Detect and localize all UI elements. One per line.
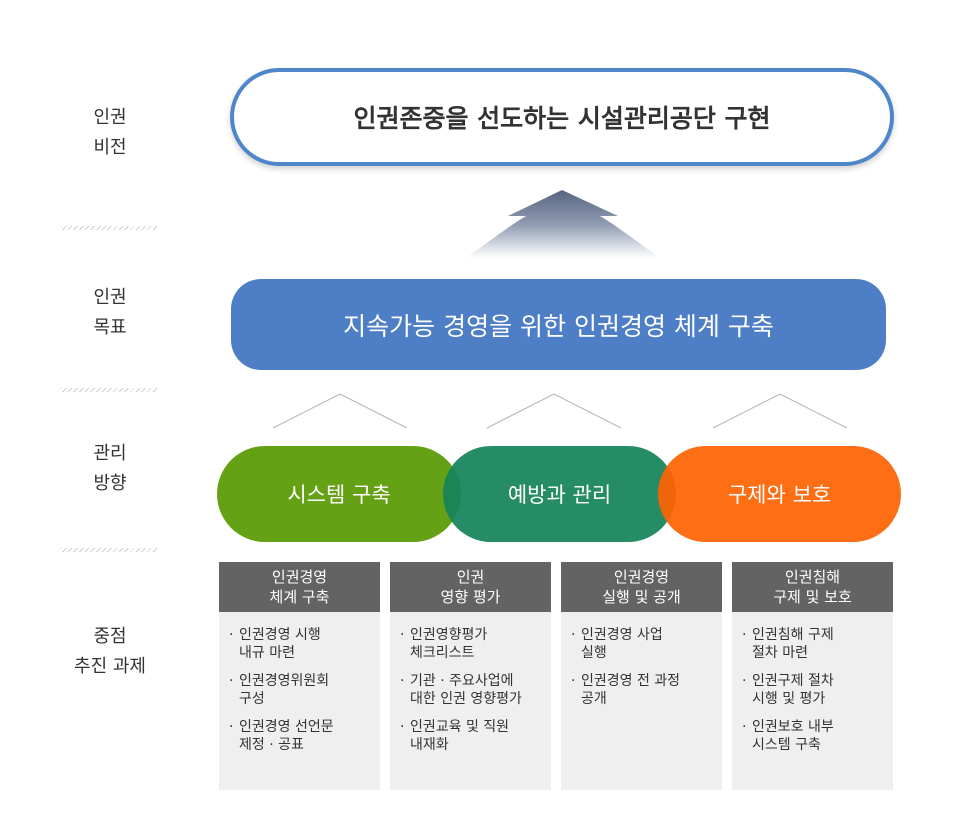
direction-pill-remedy: 구제와 보호 [658,446,901,542]
row-label-direction: 관리 방향 [93,443,127,494]
task-column-header: 인권 영향 평가 [390,562,551,612]
row-label-vision: 인권 비전 [93,107,127,158]
row-divider [60,388,158,392]
goal-text: 지속가능 경영을 위한 인권경영 체계 구축 [343,311,774,341]
row-divider [60,226,158,230]
task-column-header: 인권침해 구제 및 보호 [732,562,893,612]
row-label-tasks: 중점 추진 과제 [74,626,146,677]
up-arrow-icon [466,190,660,258]
task-column-header: 인권경영 실행 및 공개 [561,562,722,612]
direction-pill-system: 시스템 구축 [217,446,461,542]
goal-box: 지속가능 경영을 위한 인권경영 체계 구축 [231,279,886,370]
connector-lines [272,393,848,429]
row-label-goal: 인권 목표 [93,287,127,338]
vision-box: 인권존중을 선도하는 시설관리공단 구현 [230,68,894,166]
vision-text: 인권존중을 선도하는 시설관리공단 구현 [353,104,771,133]
task-column-header: 인권경영 체계 구축 [219,562,380,612]
row-divider [60,548,158,552]
direction-pill-prevention: 예방과 관리 [443,446,676,542]
